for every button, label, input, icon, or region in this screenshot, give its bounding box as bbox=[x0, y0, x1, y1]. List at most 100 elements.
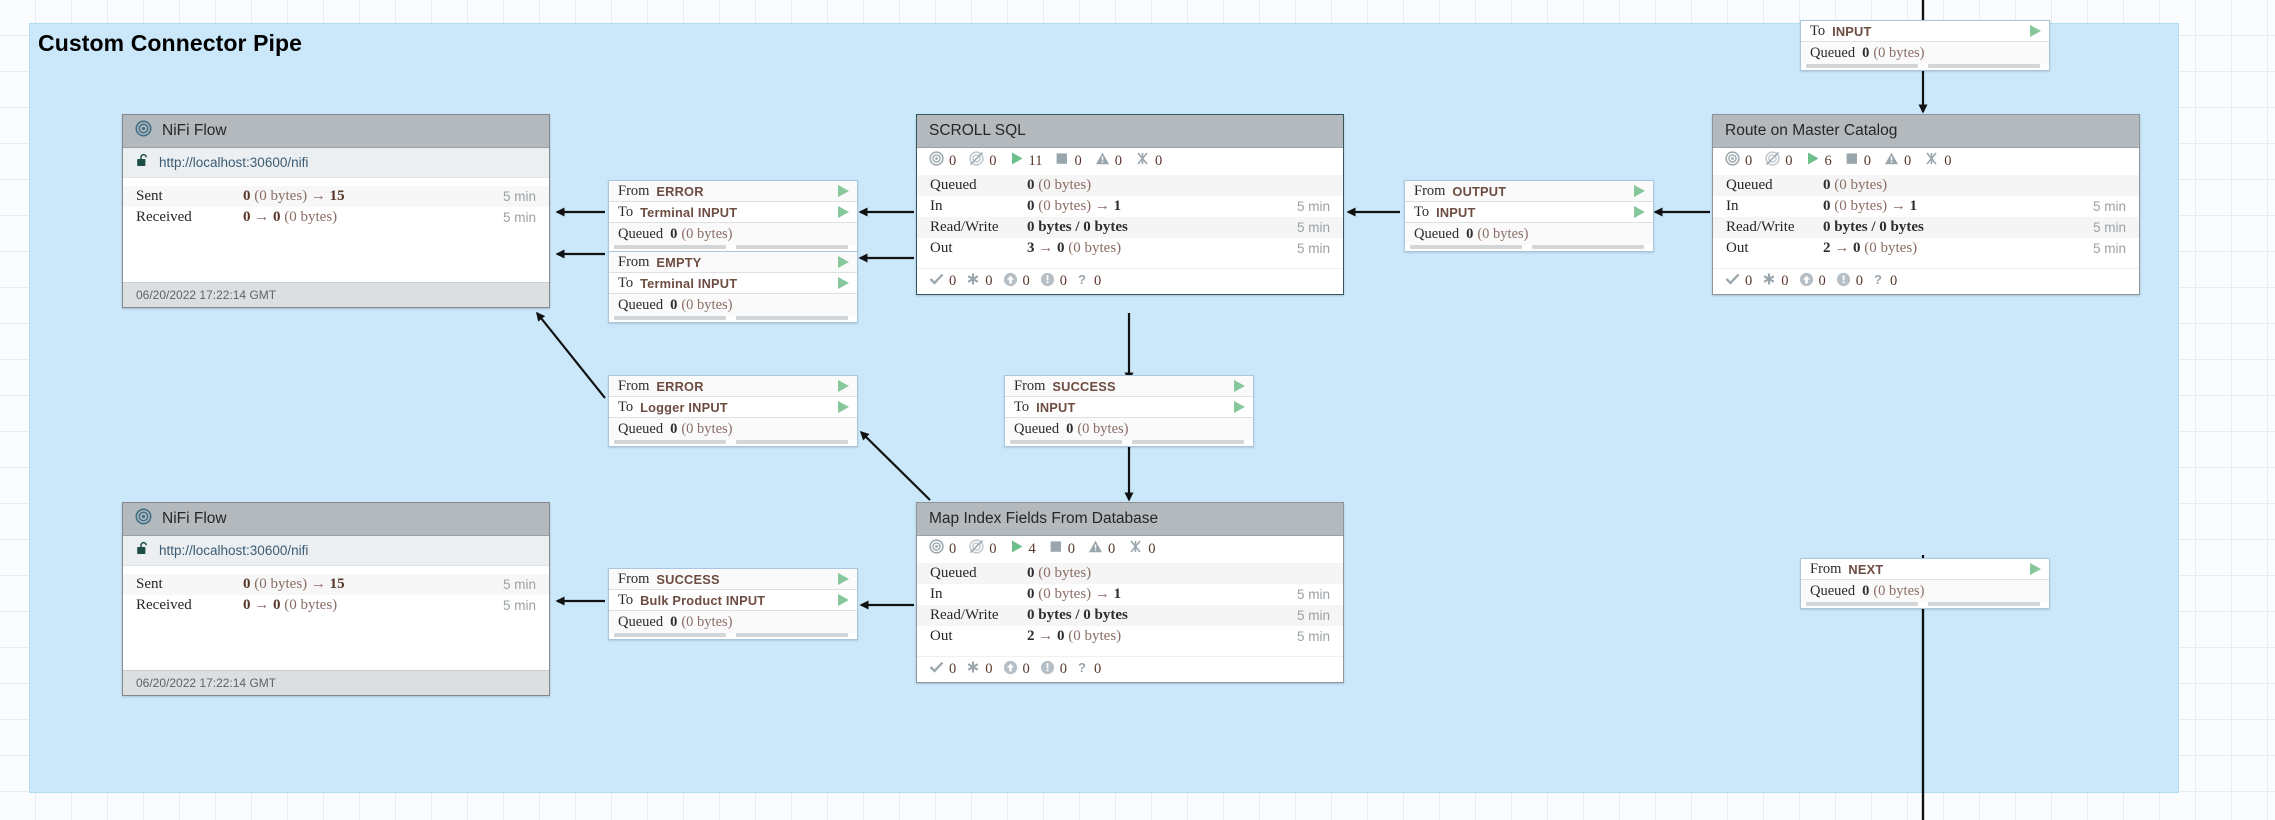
transmitting-icon bbox=[929, 151, 944, 171]
connection-label-success-bulk-product-input[interactable]: From SUCCESS To Bulk Product INPUT Queue… bbox=[608, 568, 858, 640]
connection-from-row[interactable]: From SUCCESS bbox=[609, 569, 857, 590]
pg-stat-value: 2 → 0 (0 bytes) bbox=[1027, 628, 1122, 644]
connection-progress-bars bbox=[609, 633, 857, 639]
rpg-header: NiFi Flow bbox=[123, 115, 549, 148]
process-group-map-index-fields-from-database[interactable]: Map Index Fields From Database 0 0 4 0 0 bbox=[916, 502, 1344, 683]
queued-size-bar bbox=[1928, 602, 2040, 606]
connection-from-row[interactable]: From EMPTY bbox=[609, 252, 857, 273]
count-value: 0 bbox=[1114, 152, 1122, 169]
connection-to-key: To bbox=[1014, 398, 1030, 415]
play-icon bbox=[838, 277, 849, 289]
rpg-stat-label: Sent bbox=[136, 576, 163, 592]
connection-from-row[interactable]: From ERROR bbox=[609, 181, 857, 202]
count-valid: 0 bbox=[1725, 272, 1752, 291]
remote-process-group-nifi-flow-bottom[interactable]: NiFi Flow http://localhost:30600/nifi Se… bbox=[122, 502, 550, 696]
count-value: 11 bbox=[1028, 152, 1043, 169]
queued-count-bar bbox=[614, 245, 726, 249]
count-running: 4 bbox=[1010, 539, 1036, 559]
connection-from-row[interactable]: From ERROR bbox=[609, 376, 857, 397]
count-versioned: 0 bbox=[1762, 272, 1789, 291]
pg-stat-in: In 0 (0 bytes) → 1 5 min bbox=[917, 584, 1343, 605]
pg-version-footer: 0 0 0 0 ? 0 bbox=[917, 268, 1343, 294]
pg-header: Route on Master Catalog bbox=[1713, 115, 2139, 148]
count-valid: 0 bbox=[929, 272, 956, 291]
pg-stat-value: 0 (0 bytes) → 1 bbox=[1027, 198, 1122, 214]
connection-to-row[interactable]: To INPUT bbox=[1005, 397, 1253, 418]
play-icon bbox=[838, 185, 849, 197]
pg-title: SCROLL SQL bbox=[929, 122, 1026, 139]
count-unknown: ? 0 bbox=[1077, 272, 1101, 292]
connection-progress-bars bbox=[1801, 64, 2049, 70]
connection-to-row[interactable]: To INPUT bbox=[1801, 21, 2049, 42]
connection-progress-bars bbox=[1801, 602, 2049, 608]
disabled-icon bbox=[1924, 151, 1939, 171]
play-icon bbox=[1234, 380, 1245, 392]
pg-stat-readwrite: Read/Write 0 bytes / 0 bytes 5 min bbox=[1713, 217, 2139, 238]
connection-to-value: INPUT bbox=[1832, 23, 1872, 39]
count-value: 0 bbox=[1022, 273, 1030, 289]
pg-stat-label: Out bbox=[1726, 240, 1749, 256]
process-group-scroll-sql[interactable]: SCROLL SQL 0 0 11 0 0 bbox=[916, 114, 1344, 295]
connection-to-key: To bbox=[618, 274, 634, 291]
rpg-uri[interactable]: http://localhost:30600/nifi bbox=[159, 543, 309, 558]
count-value: 6 bbox=[1824, 152, 1832, 169]
remote-process-group-nifi-flow-top[interactable]: NiFi Flow http://localhost:30600/nifi Se… bbox=[122, 114, 550, 308]
rpg-stat-sent: Sent 0 (0 bytes) → 15 5 min bbox=[123, 186, 549, 207]
rpg-uri-row[interactable]: http://localhost:30600/nifi bbox=[123, 148, 549, 178]
count-value: 0 bbox=[1745, 152, 1753, 169]
play-icon bbox=[1010, 539, 1024, 559]
count-value: 0 bbox=[989, 152, 997, 169]
count-invalid: 0 bbox=[1088, 539, 1115, 559]
connection-from-row[interactable]: From SUCCESS bbox=[1005, 376, 1253, 397]
queued-size-bar bbox=[1132, 440, 1244, 444]
count-locally-modified: 0 bbox=[1836, 272, 1863, 292]
pg-status-counts: 0 0 6 0 0 0 bbox=[1713, 148, 2139, 175]
connection-from-key: From bbox=[618, 377, 650, 394]
warning-triangle-icon bbox=[1884, 151, 1899, 171]
connection-queued-label: Queued bbox=[1414, 225, 1460, 242]
connection-to-row[interactable]: To Bulk Product INPUT bbox=[609, 590, 857, 611]
count-disabled: 0 bbox=[1128, 539, 1156, 559]
pg-stat-label: In bbox=[930, 198, 943, 214]
rpg-body: Sent 0 (0 bytes) → 15 5 min Received 0 →… bbox=[123, 178, 549, 282]
question-mark-icon: ? bbox=[1077, 272, 1089, 292]
queued-size-bar bbox=[736, 316, 848, 320]
count-value: 0 bbox=[1094, 273, 1102, 289]
rpg-stat-time: 5 min bbox=[502, 210, 536, 225]
connection-to-row[interactable]: To INPUT bbox=[1405, 202, 1653, 223]
pg-version-footer: 0 0 0 0 ? 0 bbox=[917, 656, 1343, 682]
rpg-stat-value: 0 → 0 (0 bytes) bbox=[243, 209, 338, 225]
disabled-icon bbox=[1135, 151, 1150, 171]
connection-queued-label: Queued bbox=[618, 225, 664, 242]
pg-stat-label: In bbox=[930, 586, 943, 602]
count-not-transmitting: 0 bbox=[969, 539, 997, 559]
connection-to-row[interactable]: To Logger INPUT bbox=[609, 397, 857, 418]
count-value: 0 bbox=[985, 273, 993, 289]
rpg-uri-row[interactable]: http://localhost:30600/nifi bbox=[123, 536, 549, 566]
pg-stat-value: 0 (0 bytes) bbox=[1027, 565, 1092, 581]
connection-from-row[interactable]: From NEXT bbox=[1801, 559, 2049, 580]
connection-to-row[interactable]: To Terminal INPUT bbox=[609, 202, 857, 223]
pg-stat-label: Out bbox=[930, 240, 953, 256]
count-sync-failure: 0 bbox=[1799, 272, 1826, 292]
play-icon bbox=[1234, 401, 1245, 413]
not-transmitting-icon bbox=[969, 539, 984, 559]
process-group-route-on-master-catalog[interactable]: Route on Master Catalog 0 0 6 0 0 bbox=[1712, 114, 2140, 295]
pg-stat-queued: Queued 0 (0 bytes) bbox=[1713, 175, 2139, 196]
count-locally-modified: 0 bbox=[1040, 272, 1067, 292]
warning-triangle-icon bbox=[1088, 539, 1103, 559]
rpg-uri[interactable]: http://localhost:30600/nifi bbox=[159, 155, 309, 170]
connection-to-row[interactable]: To Terminal INPUT bbox=[609, 273, 857, 294]
count-value: 0 bbox=[1904, 152, 1912, 169]
connection-from-row[interactable]: From OUTPUT bbox=[1405, 181, 1653, 202]
